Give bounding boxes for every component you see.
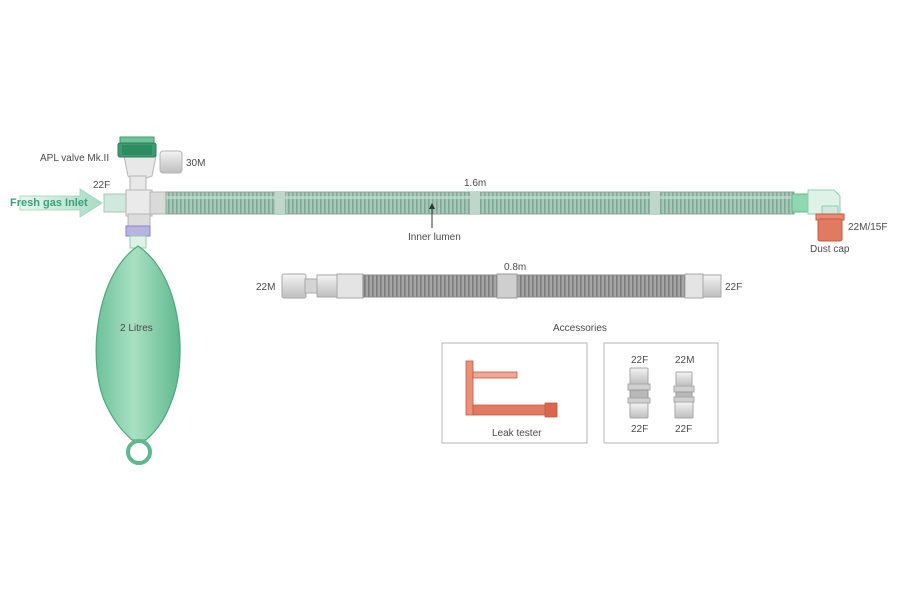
adapter1-top-label: 22F	[631, 355, 648, 366]
port-30m-label: 30M	[186, 158, 205, 169]
fresh-gas-arrow	[19, 188, 103, 218]
apl-valve	[117, 136, 183, 193]
reservoir-bag	[95, 235, 181, 465]
extension-right-label: 22F	[725, 282, 742, 293]
inner-lumen-pointer	[429, 203, 435, 228]
extension-tube	[281, 273, 722, 299]
adapter1-bottom-label: 22F	[631, 424, 648, 435]
inner-lumen-label: Inner lumen	[408, 232, 461, 243]
leak-tester-label: Leak tester	[492, 428, 542, 439]
apl-valve-label: APL valve Mk.II	[40, 153, 109, 164]
extension-length-label: 0.8m	[504, 262, 526, 273]
leak-tester-panel: Leak tester	[441, 342, 588, 444]
adapter2-top-label: 22M	[675, 355, 694, 366]
bag-volume-label: 2 Litres	[120, 323, 153, 334]
accessories-title: Accessories	[553, 323, 607, 334]
dust-cap	[815, 213, 845, 242]
fresh-gas-label: Fresh gas Inlet	[10, 197, 88, 209]
main-tube	[165, 191, 795, 215]
port-22f-label: 22F	[93, 180, 110, 191]
extension-left-label: 22M	[256, 282, 275, 293]
leak-tester	[465, 360, 558, 418]
adapter2-bottom-label: 22F	[675, 424, 692, 435]
adapter-22f-22f	[627, 367, 651, 419]
main-tube-length: 1.6m	[464, 178, 486, 189]
adapters-panel: 22F 22M 22F 22F	[603, 342, 719, 444]
dust-cap-label: Dust cap	[810, 244, 850, 255]
adapter-22m-22f	[673, 371, 695, 419]
t-piece-connector	[103, 189, 167, 237]
port-22m-15f-label: 22M/15F	[848, 222, 887, 233]
